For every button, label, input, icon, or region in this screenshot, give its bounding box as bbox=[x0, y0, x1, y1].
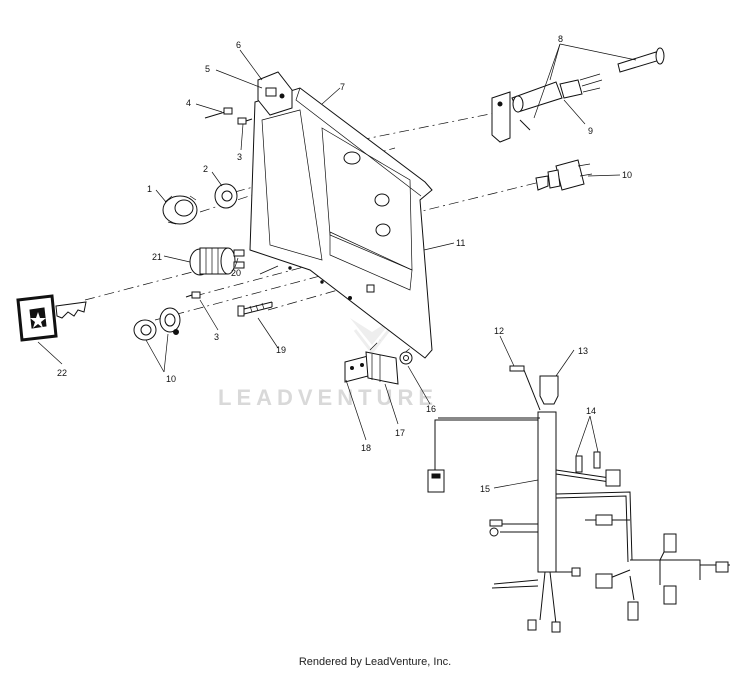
callout-15: 15 bbox=[480, 484, 490, 494]
footer-credit: Rendered by LeadVenture, Inc. bbox=[298, 656, 452, 668]
wire-harness bbox=[427, 365, 730, 633]
panel-hole-bottom bbox=[375, 223, 391, 237]
callout-1: 1 bbox=[147, 184, 152, 194]
hex-nut bbox=[399, 351, 413, 365]
callout-22: 22 bbox=[57, 368, 67, 378]
lock-washer bbox=[214, 183, 238, 209]
leader-lines bbox=[37, 43, 637, 489]
watermark: LEADVENTURE bbox=[218, 318, 438, 410]
callout-14: 14 bbox=[586, 406, 596, 416]
toggle-switch bbox=[535, 159, 593, 191]
callout-3-lower: 3 bbox=[214, 332, 219, 342]
callout-10-upper: 10 bbox=[622, 170, 632, 180]
callout-2: 2 bbox=[203, 164, 208, 174]
harness-trunk bbox=[537, 411, 557, 573]
callout-10-lower: 10 bbox=[166, 374, 176, 384]
callout-8: 8 bbox=[558, 34, 563, 44]
relay-bracket bbox=[344, 351, 399, 385]
callout-7: 7 bbox=[340, 82, 345, 92]
rivet-lower bbox=[185, 291, 201, 299]
rivet-upper bbox=[237, 117, 253, 125]
dash-panel bbox=[249, 87, 433, 359]
nut bbox=[162, 195, 198, 225]
callout-18: 18 bbox=[361, 443, 371, 453]
callout-13: 13 bbox=[578, 346, 588, 356]
panel-bracket bbox=[257, 71, 293, 116]
connector-13 bbox=[539, 375, 559, 405]
plunger-switch bbox=[491, 47, 665, 143]
watermark-text: LEADVENTURE bbox=[218, 385, 438, 410]
exploded-parts-diagram: LEADVENTURE bbox=[16, 34, 730, 633]
watermark-logo bbox=[350, 318, 394, 355]
ignition-switch bbox=[189, 247, 245, 276]
callout-19: 19 bbox=[276, 345, 286, 355]
screw-small bbox=[204, 107, 233, 119]
callout-9: 9 bbox=[588, 126, 593, 136]
callout-5: 5 bbox=[205, 64, 210, 74]
callout-17: 17 bbox=[395, 428, 405, 438]
callout-20: 20 bbox=[231, 268, 241, 278]
callout-16: 16 bbox=[426, 404, 436, 414]
callout-3-upper: 3 bbox=[237, 152, 242, 162]
callout-labels: 6 5 4 3 7 8 9 10 11 1 2 21 20 3 19 10 22… bbox=[57, 34, 632, 494]
terminal-12 bbox=[509, 365, 525, 372]
bezel-nut bbox=[133, 307, 181, 341]
callout-12: 12 bbox=[494, 326, 504, 336]
ignition-key bbox=[16, 294, 87, 342]
panel-hole-top bbox=[343, 151, 361, 165]
callout-6: 6 bbox=[236, 40, 241, 50]
bolt bbox=[237, 301, 273, 317]
panel-slot bbox=[366, 284, 375, 293]
callout-11: 11 bbox=[456, 238, 465, 248]
callout-21: 21 bbox=[152, 252, 162, 262]
callout-4: 4 bbox=[186, 98, 191, 108]
panel-hole-middle bbox=[374, 193, 390, 207]
